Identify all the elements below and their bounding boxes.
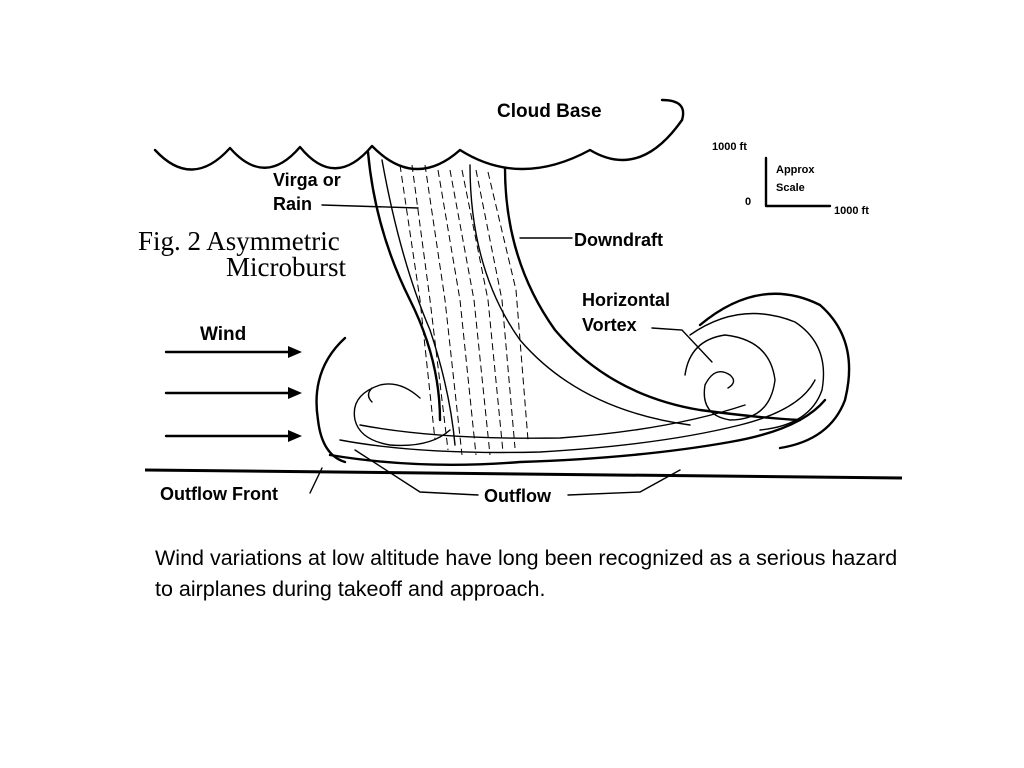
virga-label-line1: Virga or: [273, 170, 341, 190]
downdraft-label: Downdraft: [574, 230, 663, 250]
wind-arrows: [164, 346, 302, 442]
figure-title-line2: Microburst: [226, 252, 346, 282]
cloud-base-outline: [153, 98, 685, 171]
scale-top-label: 1000 ft: [712, 141, 747, 153]
outflow-curves: [315, 336, 827, 466]
downdraft-shaft: [366, 150, 802, 446]
ground-line: [144, 468, 903, 480]
vortex-label-line1: Horizontal: [582, 290, 670, 310]
virga-label-line2: Rain: [273, 194, 312, 214]
wind-label: Wind: [200, 324, 246, 345]
outflow-front-label: Outflow Front: [160, 484, 278, 504]
scale-zero-label: 0: [745, 196, 751, 208]
cloud-base-label: Cloud Base: [497, 101, 602, 122]
leader-lines: [309, 204, 713, 496]
rain-streaks: [399, 164, 529, 456]
scale-bar: [764, 156, 832, 208]
scale-approx-line1: Approx: [776, 164, 815, 176]
scale-right-label: 1000 ft: [834, 205, 869, 217]
outflow-label: Outflow: [484, 486, 552, 506]
scale-approx-line2: Scale: [776, 182, 805, 194]
slide-caption: Wind variations at low altitude have lon…: [155, 546, 898, 601]
figure-title-line1: Fig. 2 Asymmetric: [138, 226, 340, 256]
horizontal-vortex: [684, 292, 851, 450]
vortex-label-line2: Vortex: [582, 315, 637, 335]
